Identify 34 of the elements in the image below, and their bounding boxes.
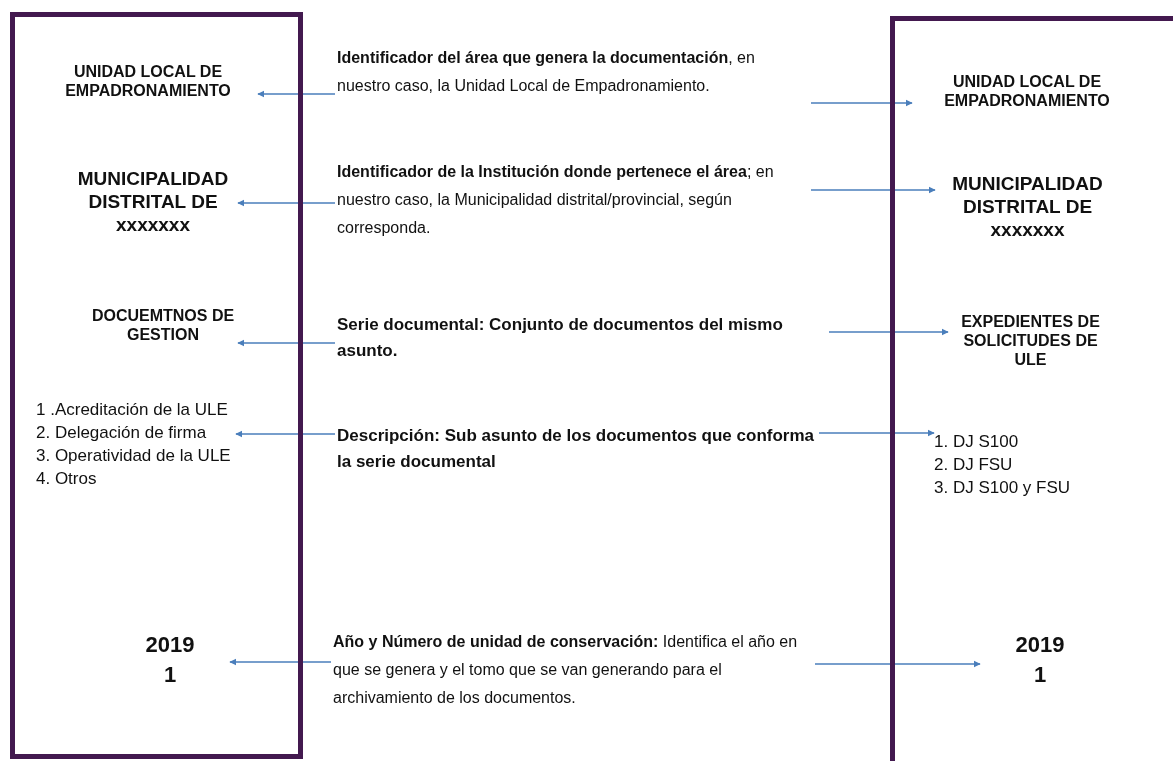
description-text: Año y Número de unidad de conservación: Identifica el año en que se genera y el tomo que se van generando para el archivamiento de los documentos. <box>333 628 813 748</box>
arrow <box>229 658 332 666</box>
list-item: 4. Otros <box>36 468 97 490</box>
list-item: 3. Operatividad de la ULE <box>36 445 231 467</box>
number-text: 1 <box>162 661 178 689</box>
list-item: 2. DJ FSU <box>934 454 1013 476</box>
arrow <box>828 328 949 336</box>
list-item: 2. Delegación de firma <box>36 422 207 444</box>
list-item: 1 .Acreditación de la ULE <box>36 399 228 421</box>
heading-text: UNIDAD LOCAL DE EMPADRONAMIENTO <box>912 72 1142 130</box>
number-text: 2019 <box>1014 631 1066 659</box>
arrow <box>235 430 336 438</box>
arrow <box>237 339 336 347</box>
arrow <box>810 186 936 194</box>
description-text: Serie documental: Conjunto de documentos del mismo asunto. <box>337 312 827 372</box>
description-text: Descripción: Sub asunto de los documentos que conforma la serie documental <box>337 423 817 483</box>
number-text: 1 <box>1032 661 1048 689</box>
heading-text: EXPEDIENTES DE SOLICITUDES DE ULE <box>948 312 1113 392</box>
heading-text: UNIDAD LOCAL DE EMPADRONAMIENTO <box>38 62 258 120</box>
description-text: Identificador del área que genera la documentación, en nuestro caso, la Unidad Local de Empadronamiento. <box>337 44 809 134</box>
description-text: Identificador de la Institución donde pertenece el área; en nuestro caso, la Municipalidad distrital/provincial, según corresponda. <box>337 158 809 248</box>
arrow <box>814 660 981 668</box>
document-spine-panel <box>890 16 1173 761</box>
arrow <box>237 199 336 207</box>
document-spine-panel <box>10 12 303 759</box>
heading-text: MUNICIPALIDAD DISTRITAL DE xxxxxxx <box>68 168 238 268</box>
arrow <box>257 90 336 98</box>
arrow <box>818 429 935 437</box>
heading-text: MUNICIPALIDAD DISTRITAL DE xxxxxxx <box>935 173 1120 273</box>
heading-text: DOCUEMTNOS DE GESTION <box>88 306 238 364</box>
list-item: 3. DJ S100 y FSU <box>934 477 1071 499</box>
list-item: 1. DJ S100 <box>934 431 1019 453</box>
arrow <box>810 99 913 107</box>
number-text: 2019 <box>144 631 196 659</box>
